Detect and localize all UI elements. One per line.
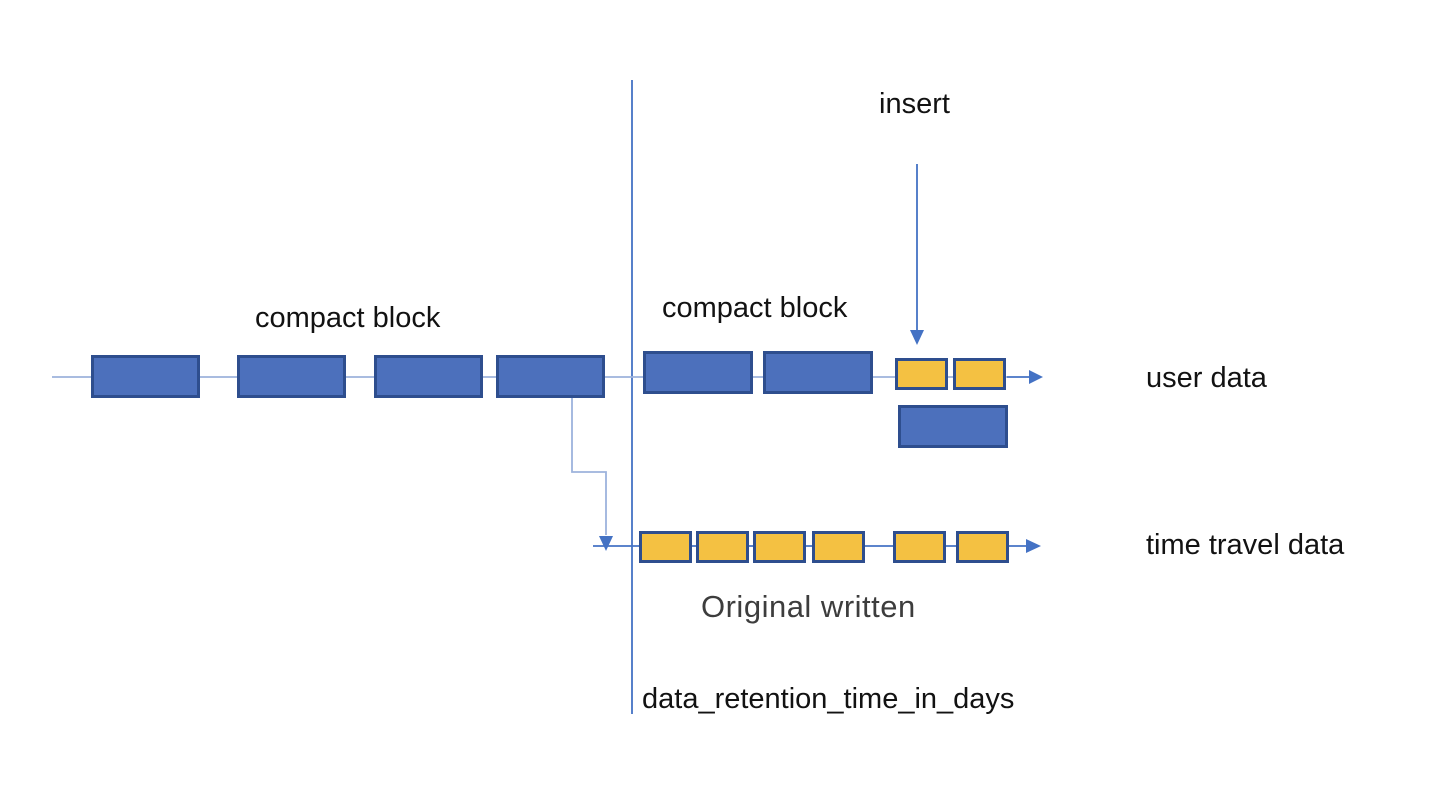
user-data-arrowhead-icon — [1029, 370, 1043, 384]
elbow-connector — [571, 398, 607, 535]
compact-blue-block-right — [643, 351, 753, 394]
original-written-label: Original written — [701, 589, 916, 624]
time-travel-yellow-block — [812, 531, 865, 563]
compact-blue-block-left — [91, 355, 200, 398]
time-travel-yellow-block — [753, 531, 806, 563]
time-travel-arrowhead-icon — [1026, 539, 1041, 553]
compact-blue-block-left — [237, 355, 346, 398]
time-travel-data-label: time travel data — [1146, 529, 1345, 561]
inserted-yellow-block — [895, 358, 948, 390]
compact-blue-block-right — [763, 351, 873, 394]
time-travel-yellow-block — [696, 531, 749, 563]
compact-blue-block-left — [374, 355, 483, 398]
inserted-yellow-block — [953, 358, 1006, 390]
time-travel-yellow-block — [893, 531, 946, 563]
compact-blue-block-left — [496, 355, 605, 398]
insert-label: insert — [879, 88, 950, 120]
time-travel-yellow-block — [956, 531, 1009, 563]
compact-block-label-right: compact block — [662, 292, 848, 324]
compact-block-label-left: compact block — [255, 302, 441, 334]
insert-arrowhead-icon — [910, 330, 924, 345]
inserted-blue-block — [898, 405, 1008, 448]
time-travel-yellow-block — [639, 531, 692, 563]
elbow-arrowhead-icon — [599, 536, 613, 551]
user-data-label: user data — [1146, 362, 1267, 394]
data-retention-label: data_retention_time_in_days — [642, 683, 1015, 715]
